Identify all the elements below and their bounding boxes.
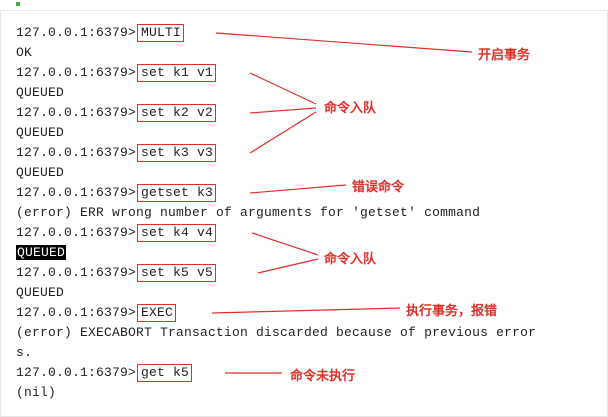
terminal-line: 127.0.0.1:6379>set k4 v4 — [16, 223, 217, 243]
terminal-line: 127.0.0.1:6379>EXEC — [16, 303, 177, 323]
prompt: 127.0.0.1:6379> — [16, 185, 137, 200]
error-line: (error) EXECABORT Transaction discarded … — [16, 325, 537, 340]
terminal-line: QUEUED — [16, 285, 65, 300]
command-box-set-k5: set k5 v5 — [137, 264, 217, 282]
command-box-multi: MULTI — [137, 24, 185, 42]
terminal-line: 127.0.0.1:6379>set k1 v1 — [16, 63, 217, 83]
command-box-set-k3: set k3 v3 — [137, 144, 217, 162]
top-strip — [0, 0, 608, 8]
annotation-enqueue: 命令入队 — [324, 252, 377, 267]
prompt: 127.0.0.1:6379> — [16, 265, 137, 280]
annotation-start-transaction: 开启事务 — [478, 48, 531, 63]
status-dot — [16, 2, 20, 6]
annotation-not-executed: 命令未执行 — [290, 369, 356, 384]
terminal-line: QUEUED — [16, 243, 67, 263]
prompt: 127.0.0.1:6379> — [16, 365, 137, 380]
terminal-line: 127.0.0.1:6379>set k3 v3 — [16, 143, 217, 163]
command-box-set-k2: set k2 v2 — [137, 104, 217, 122]
prompt: 127.0.0.1:6379> — [16, 145, 137, 160]
error-line: (error) ERR wrong number of arguments fo… — [16, 205, 481, 220]
terminal-line: QUEUED — [16, 85, 65, 100]
terminal-window: 127.0.0.1:6379>MULTI OK 127.0.0.1:6379>s… — [0, 10, 608, 417]
prompt: 127.0.0.1:6379> — [16, 225, 137, 240]
terminal-line: 127.0.0.1:6379>MULTI — [16, 23, 185, 43]
selected-text: QUEUED — [16, 245, 67, 260]
terminal-line: 127.0.0.1:6379>get k5 — [16, 363, 193, 383]
terminal-line: 127.0.0.1:6379>set k5 v5 — [16, 263, 217, 283]
prompt: 127.0.0.1:6379> — [16, 305, 137, 320]
annotation-exec-error: 执行事务，报错 — [406, 304, 498, 319]
annotation-wrong-command: 错误命令 — [352, 180, 405, 195]
terminal-line: (nil) — [16, 385, 57, 400]
command-box-exec: EXEC — [137, 304, 177, 322]
command-box-set-k1: set k1 v1 — [137, 64, 217, 82]
command-box-set-k4: set k4 v4 — [137, 224, 217, 242]
command-box-getset: getset k3 — [137, 184, 217, 202]
error-line-wrap: s. — [16, 345, 33, 360]
prompt: 127.0.0.1:6379> — [16, 25, 137, 40]
terminal-line: QUEUED — [16, 165, 65, 180]
terminal-line: 127.0.0.1:6379>set k2 v2 — [16, 103, 217, 123]
terminal-line: OK — [16, 45, 33, 60]
command-box-get-k5: get k5 — [137, 364, 193, 382]
annotation-enqueue: 命令入队 — [324, 101, 377, 116]
prompt: 127.0.0.1:6379> — [16, 65, 137, 80]
terminal-line: 127.0.0.1:6379>getset k3 — [16, 183, 217, 203]
prompt: 127.0.0.1:6379> — [16, 105, 137, 120]
terminal-line: QUEUED — [16, 125, 65, 140]
